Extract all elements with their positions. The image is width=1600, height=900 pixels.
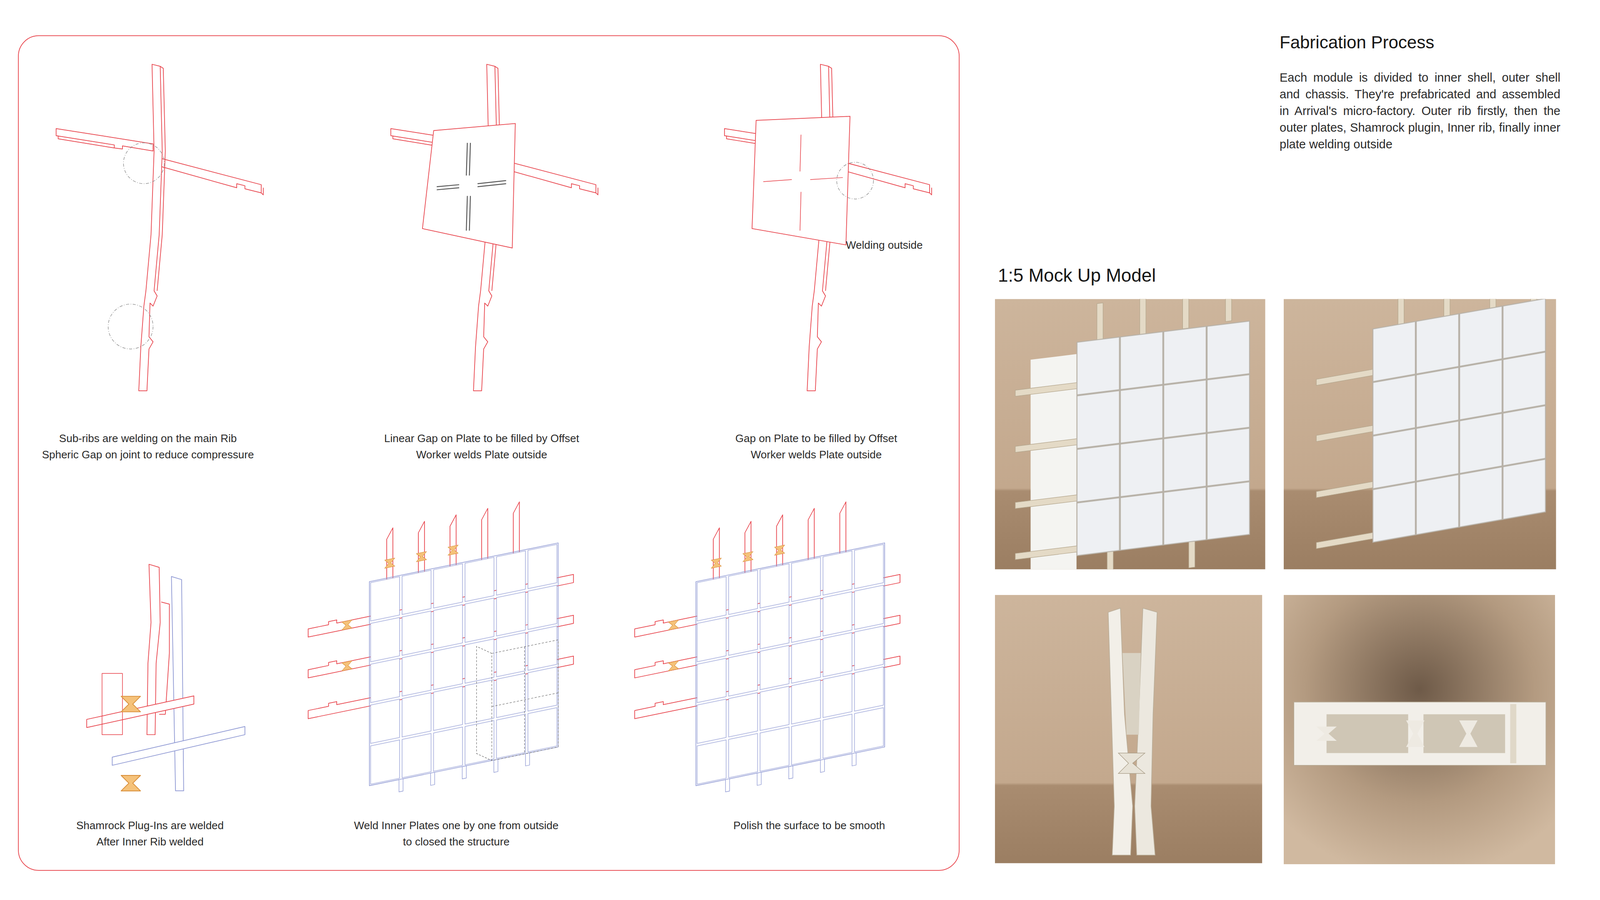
step-caption: Polish the surface to be smooth (733, 817, 885, 834)
step-caption: Shamrock Plug-Ins are welded After Inner… (76, 817, 224, 850)
step-three-drawing (724, 64, 932, 391)
section-heading: 1:5 Mock Up Model (997, 264, 1156, 287)
caption-line: Linear Gap on Plate to be filled by Offs… (384, 430, 580, 447)
mockup-photo (995, 595, 1263, 864)
caption-line: Spheric Gap on joint to reduce compressu… (42, 446, 255, 463)
step-six-drawing (634, 490, 900, 811)
sheet-title: Fabrication Process (1279, 31, 1435, 54)
step-four-drawing (86, 564, 245, 791)
caption-line: Worker welds Plate outside (735, 446, 898, 463)
step-caption: Weld Inner Plates one by one from outsid… (354, 817, 559, 850)
caption-line: to closed the structure (354, 833, 559, 850)
mockup-photo (1283, 595, 1555, 865)
step-five-drawing (308, 490, 574, 811)
caption-line: Sub-ribs are welding on the main Rib (42, 430, 255, 447)
caption-line: Gap on Plate to be filled by Offset (735, 430, 898, 447)
caption-line: Shamrock Plug-Ins are welded (76, 817, 224, 834)
step-one-drawing (56, 64, 264, 391)
process-frame (18, 35, 960, 871)
step-two-drawing (390, 64, 598, 391)
callout-note: Welding outside (845, 237, 923, 253)
step-caption: Sub-ribs are welding on the main Rib Sph… (42, 430, 255, 463)
caption-line: After Inner Rib welded (76, 833, 224, 850)
caption-line: Weld Inner Plates one by one from outsid… (354, 817, 559, 834)
step-caption: Linear Gap on Plate to be filled by Offs… (384, 430, 580, 463)
mockup-photo (1283, 299, 1557, 570)
mockup-photo (995, 299, 1266, 570)
description-note: Each module is divided to inner shell, o… (1279, 69, 1561, 153)
step-caption: Gap on Plate to be filled by Offset Work… (735, 430, 898, 463)
caption-line: Worker welds Plate outside (384, 446, 580, 463)
